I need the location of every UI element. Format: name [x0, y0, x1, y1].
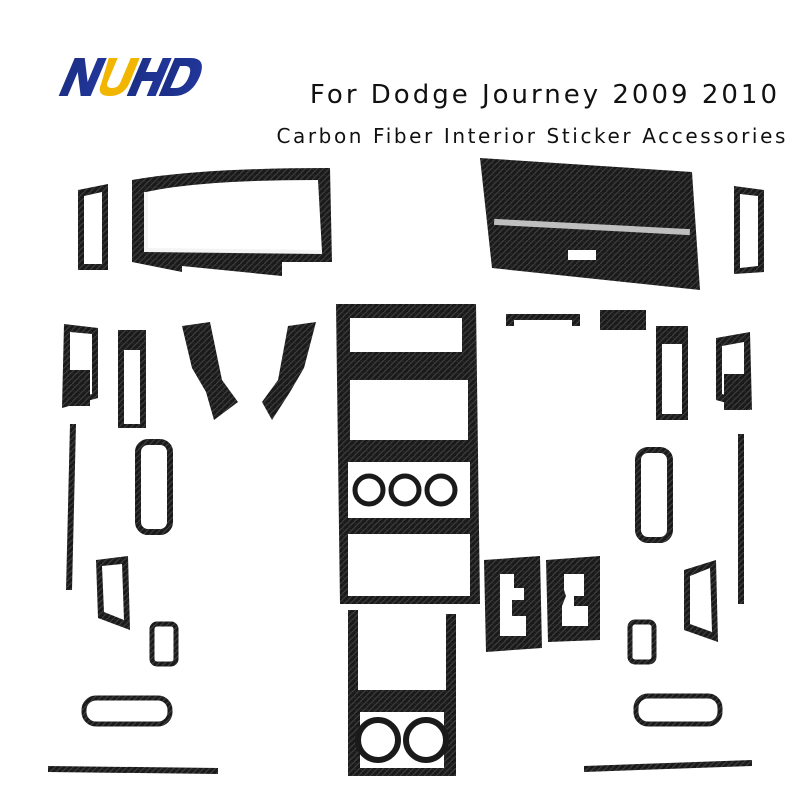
- part-window-switch-right: [656, 326, 688, 420]
- part-trim-strip-right: [738, 434, 744, 604]
- part-small-frame-right: [627, 619, 657, 665]
- part-top-small-plate: [600, 310, 646, 330]
- part-bottom-strip-right: [584, 760, 752, 772]
- part-trim-strip-left: [66, 424, 76, 590]
- part-bottom-strip-left: [48, 766, 218, 774]
- part-small-frame-left: [149, 621, 179, 667]
- part-pillar-right: [262, 322, 316, 420]
- part-side-vent-right: [734, 186, 764, 274]
- part-door-pull-left: [96, 556, 130, 630]
- product-subtitle: Carbon Fiber Interior Sticker Accessorie…: [276, 124, 788, 148]
- part-center-console: [336, 304, 480, 604]
- part-frame-left: [135, 439, 173, 535]
- part-instrument-bezel: [132, 168, 332, 276]
- product-title: For Dodge Journey 2009 2010: [309, 80, 780, 110]
- part-door-panel-left-1: [62, 324, 98, 408]
- part-top-strip: [506, 314, 580, 326]
- part-oval-ring-left: [81, 695, 173, 727]
- brand-logo: [58, 58, 202, 96]
- part-oval-ring-right: [633, 693, 723, 727]
- part-door-pull-right: [684, 560, 718, 642]
- part-gear-plate-2: [546, 556, 600, 642]
- part-side-vent-left: [78, 184, 108, 270]
- part-frame-right: [635, 447, 673, 543]
- part-lower-console: [348, 610, 456, 776]
- part-gear-plate-1: [484, 556, 542, 652]
- part-pillar-left: [182, 322, 238, 420]
- part-window-switch-left: [118, 330, 146, 428]
